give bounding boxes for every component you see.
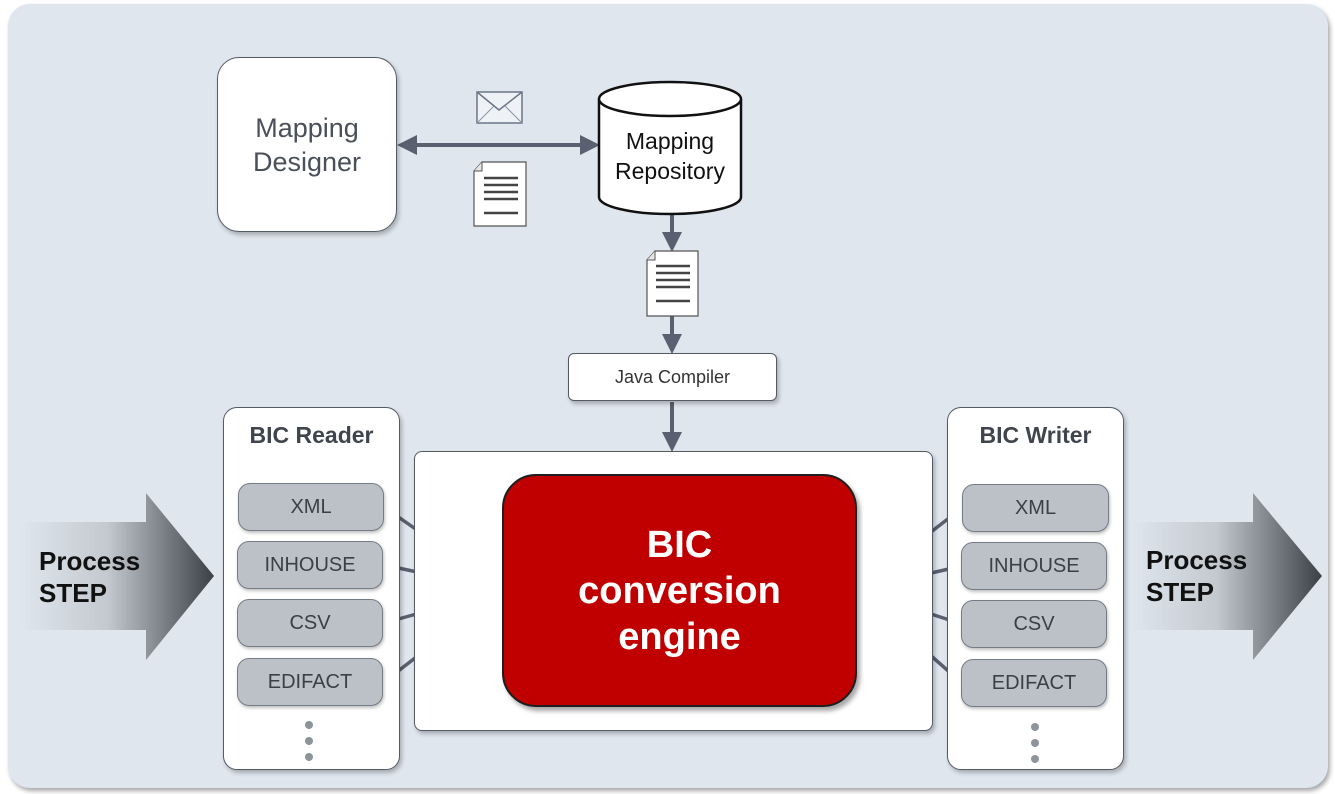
- engine-label-line1: BIC: [646, 523, 713, 566]
- process-right-line1: Process: [1146, 545, 1248, 575]
- reader-format-xml[interactable]: XML: [238, 483, 384, 531]
- writer-more-dot: [1031, 723, 1039, 731]
- writer-format-label: XML: [1014, 496, 1057, 519]
- java-compiler-box[interactable]: Java Compiler: [568, 353, 777, 401]
- process-left-line2: STEP: [39, 578, 107, 608]
- writer-title: BIC Writer: [979, 422, 1092, 448]
- repository-label-line2: Repository: [615, 158, 725, 184]
- repository-label-line1: Mapping: [625, 128, 715, 154]
- reader-more-dot: [305, 737, 313, 745]
- engine-label-line2: conversion: [578, 569, 781, 612]
- process-step-right-label: Process STEP: [1146, 544, 1247, 608]
- writer-format-inhouse[interactable]: INHOUSE: [961, 542, 1107, 590]
- reader-format-label: XML: [290, 495, 332, 518]
- reader-more-dot: [305, 753, 313, 761]
- designer-label-line2: Designer: [252, 146, 362, 177]
- writer-format-edifact[interactable]: EDIFACT: [961, 659, 1107, 707]
- document-icon: [646, 250, 699, 317]
- process-arrow-right: [1130, 493, 1322, 660]
- writer-more-dot: [1031, 739, 1039, 747]
- repository-label: Mapping Repository: [600, 126, 740, 186]
- reader-more-dot: [305, 721, 313, 729]
- process-left-line1: Process: [39, 546, 141, 576]
- envelope-icon: [476, 91, 523, 124]
- writer-format-label: INHOUSE: [988, 554, 1080, 577]
- writer-format-label: CSV: [1013, 612, 1055, 635]
- reader-format-label: EDIFACT: [267, 670, 353, 693]
- engine-label-line3: engine: [618, 615, 741, 658]
- writer-format-label: EDIFACT: [991, 671, 1077, 694]
- process-arrow-left: [20, 493, 214, 660]
- process-right-line2: STEP: [1146, 577, 1214, 607]
- compiler-label: Java Compiler: [614, 366, 731, 387]
- reader-format-edifact[interactable]: EDIFACT: [237, 658, 383, 706]
- reader-title: BIC Reader: [249, 422, 374, 448]
- designer-label-line1: Mapping: [255, 112, 359, 143]
- writer-more-dot: [1031, 755, 1039, 763]
- repository-cylinder: [597, 80, 743, 216]
- mapping-designer-box[interactable]: Mapping Designer: [217, 57, 397, 232]
- writer-format-xml[interactable]: XML: [962, 484, 1109, 532]
- writer-format-csv[interactable]: CSV: [961, 600, 1107, 648]
- reader-format-label: INHOUSE: [264, 553, 356, 576]
- reader-format-inhouse[interactable]: INHOUSE: [237, 541, 383, 589]
- process-step-left-label: Process STEP: [39, 545, 140, 609]
- document-icon: [473, 161, 527, 227]
- bic-conversion-engine[interactable]: BIC conversion engine: [502, 474, 857, 707]
- reader-format-label: CSV: [289, 611, 331, 634]
- reader-format-csv[interactable]: CSV: [237, 599, 383, 647]
